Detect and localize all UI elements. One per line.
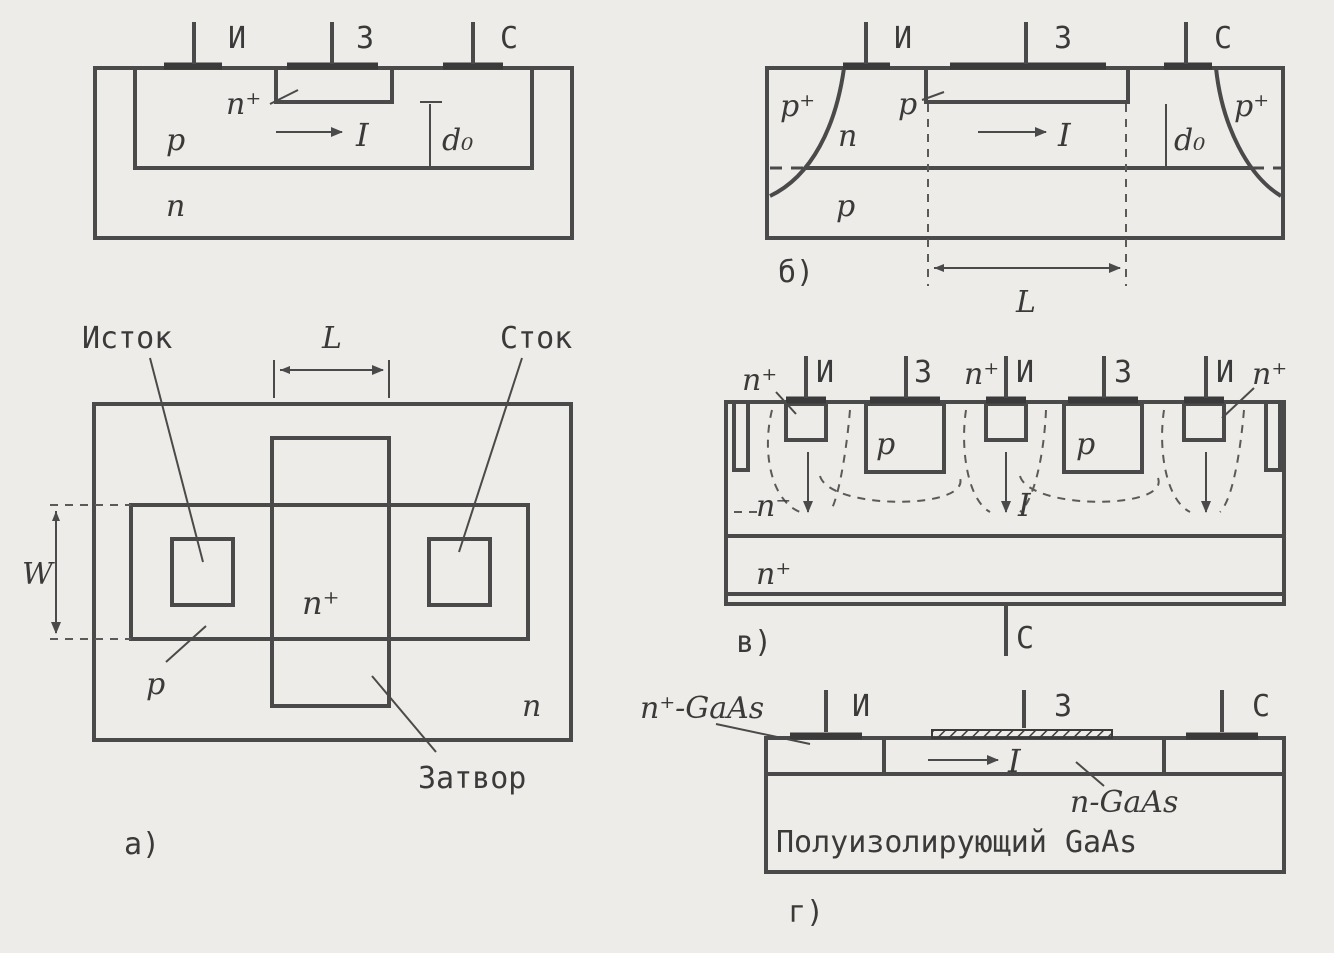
n-plus-label: n⁺ (226, 87, 261, 122)
p-label: p (146, 667, 165, 702)
isolation-right (1264, 402, 1282, 472)
n-label: n (166, 189, 185, 224)
n-plus-source-1 (784, 402, 828, 442)
gate-pointer (371, 675, 437, 753)
p-gate-2-label: p (1076, 427, 1095, 462)
substrate-label: Полуизолирующий GaAs (776, 825, 1137, 860)
drain-pointer (458, 357, 523, 553)
n-gaas-label: n-GaAs (1070, 785, 1178, 820)
n-channel-label: n (838, 119, 857, 154)
drain-terminal-label: С (1214, 21, 1232, 56)
n-plus-label-2: n⁺ (964, 357, 999, 392)
drain-terminal-label: С (1252, 689, 1270, 724)
drain-contact-square (427, 537, 492, 607)
source-terminal-label-2: И (1016, 355, 1034, 390)
gate-terminal-label: З (1054, 21, 1072, 56)
fig-a-plan-view: Исток Сток L W n⁺ p n Затвор а) (22, 321, 573, 862)
fig-g-cross-section: n⁺-GaAs И З С I n-GaAs Полуизолирующий G… (640, 689, 1286, 930)
current-label: I (355, 116, 370, 154)
d0-label: d₀ (1174, 123, 1205, 158)
source-label: Исток (82, 321, 172, 356)
source-contact-square (170, 537, 235, 607)
n-plus-substrate-label: n⁺ (756, 557, 791, 592)
n-plus-source-3 (1182, 402, 1226, 442)
fig-v-cross-section: n⁺ И З n⁺ И З И n⁺ p p n⁻ I n⁺ С в) (724, 355, 1287, 660)
p-gate-2 (1062, 402, 1144, 474)
gate-region (270, 436, 391, 708)
current-label: I (1057, 116, 1072, 154)
n-plus-label-1: n⁺ (742, 363, 777, 398)
source-terminal-label: И (228, 21, 246, 56)
current-label: I (1007, 742, 1022, 780)
p-label: p (166, 123, 185, 158)
d0-label: d₀ (442, 123, 473, 158)
L-label: L (1015, 285, 1036, 320)
gate-metal (931, 729, 1113, 739)
n-plus-pointer (269, 89, 299, 105)
n-plus-gate-region (274, 66, 394, 104)
gate-terminal-label-1: З (914, 355, 932, 390)
p-gate-1-label: p (876, 427, 895, 462)
fig-g-label: г) (788, 895, 824, 930)
source-terminal-label: И (852, 689, 870, 724)
n-plus-source-2 (984, 402, 1028, 442)
fig-a-label: а) (124, 827, 160, 862)
p-substrate-label: p (836, 189, 855, 224)
gate-terminal-label-2: З (1114, 355, 1132, 390)
source-pointer (149, 357, 204, 563)
p-gate-region (924, 66, 1130, 104)
drain-terminal-label: С (500, 21, 518, 56)
current-label: I (1017, 486, 1032, 524)
source-terminal-label-1: И (816, 355, 834, 390)
fig-b-cross-section: И З С p⁺ p⁺ p n p I d₀ L б) (765, 21, 1285, 320)
fig-a-cross-section: И З С n⁺ p n I d₀ (93, 21, 574, 240)
L-label: L (321, 321, 342, 356)
p-gate-1 (864, 402, 946, 474)
drain-terminal-label: С (1016, 621, 1034, 656)
W-label: W (22, 557, 55, 592)
p-plus-left-boundary (769, 67, 846, 198)
n-label: n (522, 689, 541, 724)
p-plus-right-boundary (1214, 67, 1283, 198)
n-plus-gate-label: n⁺ (302, 584, 340, 622)
p-well-outline (133, 68, 534, 170)
p-gate-label: p (898, 87, 917, 122)
n-minus-label: n⁻ (756, 489, 791, 524)
p-region-outline (129, 503, 530, 641)
source-terminal-label: И (894, 21, 912, 56)
drain-label: Сток (500, 321, 572, 356)
n-substrate-outline (92, 402, 573, 742)
fig-b-label: б) (778, 255, 814, 290)
p-plus-right-label: p⁺ (1234, 89, 1269, 124)
gate-terminal-label: З (1054, 689, 1072, 724)
p-plus-left-label: p⁺ (780, 89, 815, 124)
source-terminal-label-3: И (1216, 355, 1234, 390)
fig-v-label: в) (736, 625, 772, 660)
gate-terminal-label: З (356, 21, 374, 56)
gate-label: Затвор (418, 761, 526, 796)
n-plus-label-3: n⁺ (1252, 357, 1287, 392)
n-plus-gaas-label: n⁺-GaAs (640, 691, 764, 726)
isolation-left (732, 402, 750, 472)
